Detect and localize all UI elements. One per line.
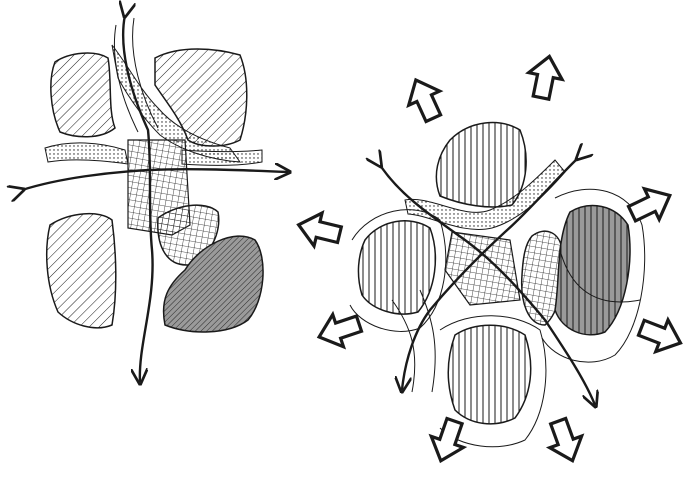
left-block-bottom-left [47,214,116,328]
hollow-block-arrow-icon [524,53,566,101]
hollow-block-arrow-icon [425,416,471,467]
right-block-east-dark-hatch [555,206,630,335]
hollow-block-arrow-icon [542,415,588,466]
right-grid-town-core [445,232,520,305]
left-dotted-band-west [45,143,128,164]
hollow-block-arrow-icon [625,180,678,229]
right-panel-dispersing-settlement [350,123,645,447]
hollow-block-arrow-icon [635,312,686,359]
hollow-block-arrow-icon [295,208,344,251]
left-block-top-left [51,53,115,137]
hollow-block-arrow-icon [400,73,448,125]
hollow-block-arrow-icon [314,308,365,354]
right-block-north [436,123,526,207]
left-dotted-band-east [182,150,262,165]
right-block-south [448,325,530,424]
left-panel-compact-settlement [22,15,288,382]
